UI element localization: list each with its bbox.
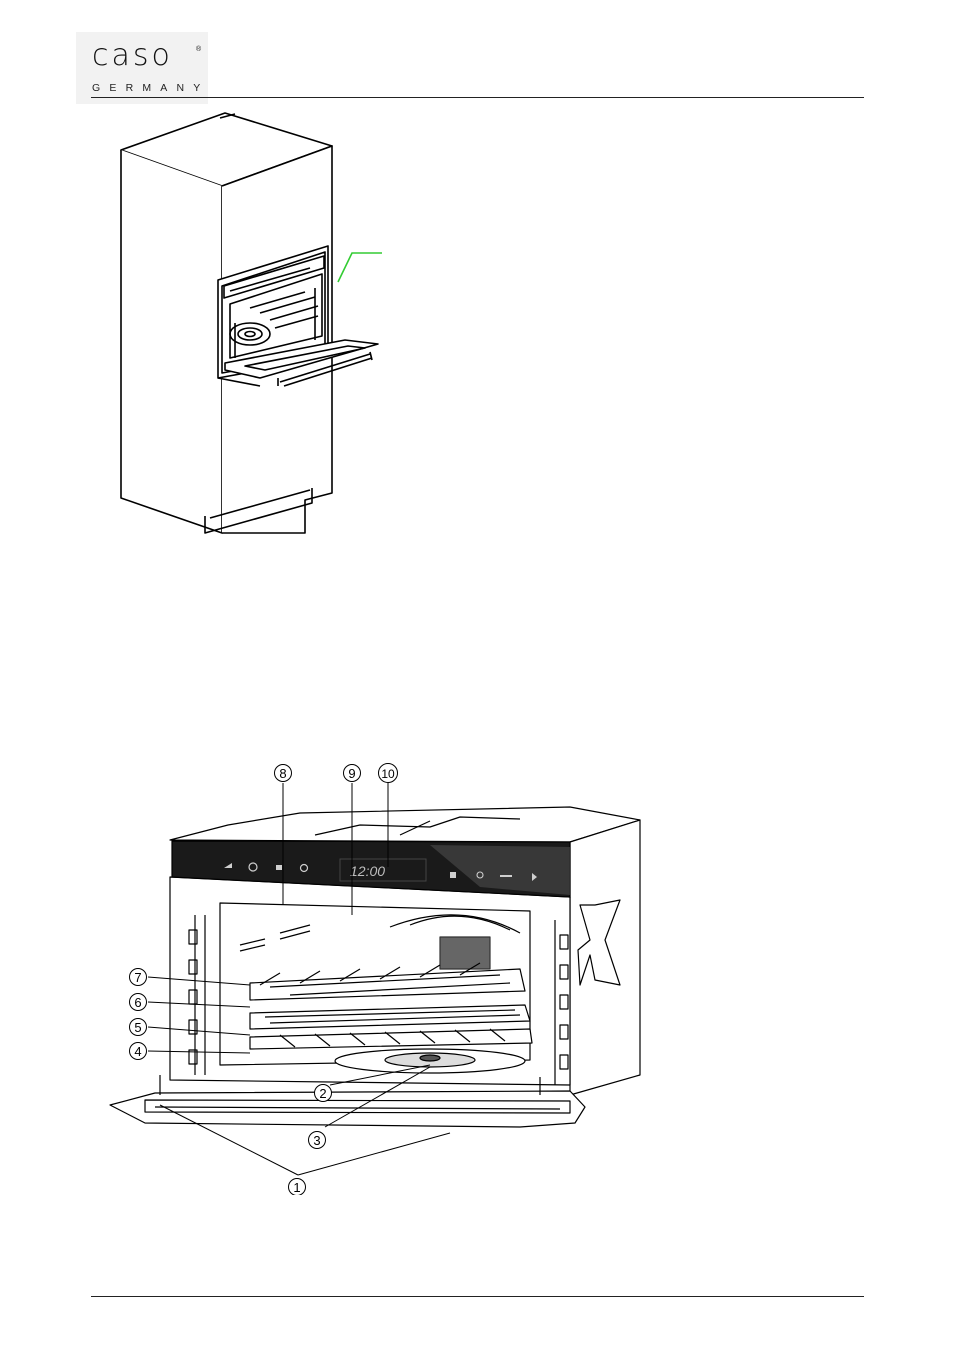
- callout-5: 5: [130, 1019, 147, 1036]
- callout-3: 3: [309, 1132, 326, 1149]
- svg-text:8: 8: [279, 766, 286, 781]
- indicator-line: [338, 253, 382, 282]
- svg-text:2: 2: [319, 1086, 326, 1101]
- callout-1: 1: [289, 1179, 306, 1196]
- svg-text:9: 9: [348, 766, 355, 781]
- callout-4: 4: [130, 1043, 147, 1060]
- oven-drawing: 12:00: [100, 755, 660, 1195]
- svg-text:7: 7: [134, 970, 141, 985]
- brand-logo: caso ® GERMANY: [76, 32, 208, 104]
- callout-7: 7: [130, 969, 147, 986]
- brand-wordmark: caso: [92, 38, 173, 73]
- svg-text:5: 5: [134, 1020, 141, 1035]
- callout-8: 8: [275, 765, 292, 782]
- footer-rule: [91, 1296, 864, 1297]
- brand-tagline: GERMANY: [92, 82, 210, 94]
- registered-mark: ®: [196, 46, 201, 53]
- svg-text:4: 4: [134, 1044, 141, 1059]
- callout-9: 9: [344, 765, 361, 782]
- callout-2: 2: [315, 1085, 332, 1102]
- display-time: 12:00: [350, 863, 385, 879]
- cabinet-installation-figure: [100, 108, 400, 540]
- header-rule: [91, 97, 864, 98]
- oven-parts-figure: 12:00: [100, 755, 660, 1195]
- callout-10: 10: [379, 764, 398, 783]
- svg-text:3: 3: [313, 1133, 320, 1148]
- cabinet-drawing: [100, 108, 400, 540]
- svg-text:10: 10: [381, 767, 395, 781]
- svg-text:1: 1: [293, 1180, 300, 1195]
- svg-text:6: 6: [134, 995, 141, 1010]
- callout-6: 6: [130, 994, 147, 1011]
